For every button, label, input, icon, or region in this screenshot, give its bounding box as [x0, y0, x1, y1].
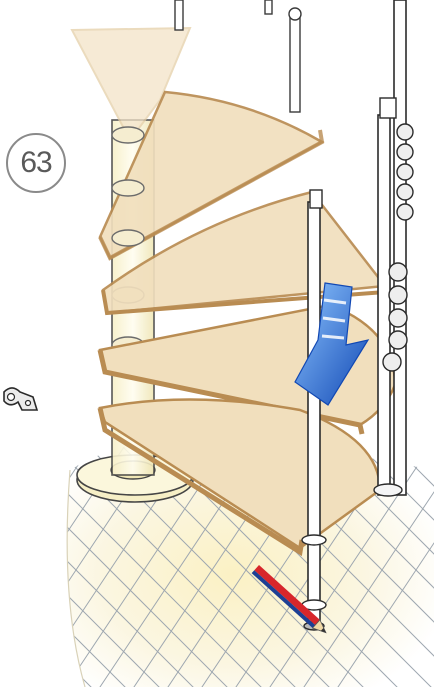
floor-grid-line — [0, 420, 74, 687]
floor-grid-line — [0, 420, 6, 687]
baluster-rail — [374, 0, 413, 496]
floor-grid-line — [0, 420, 56, 687]
floor-grid-line — [0, 420, 22, 687]
bracket-clip-icon — [4, 388, 37, 410]
step-number: 63 — [20, 146, 51, 180]
step-number-badge: 63 — [6, 133, 66, 193]
floor-grid-line — [0, 420, 40, 687]
